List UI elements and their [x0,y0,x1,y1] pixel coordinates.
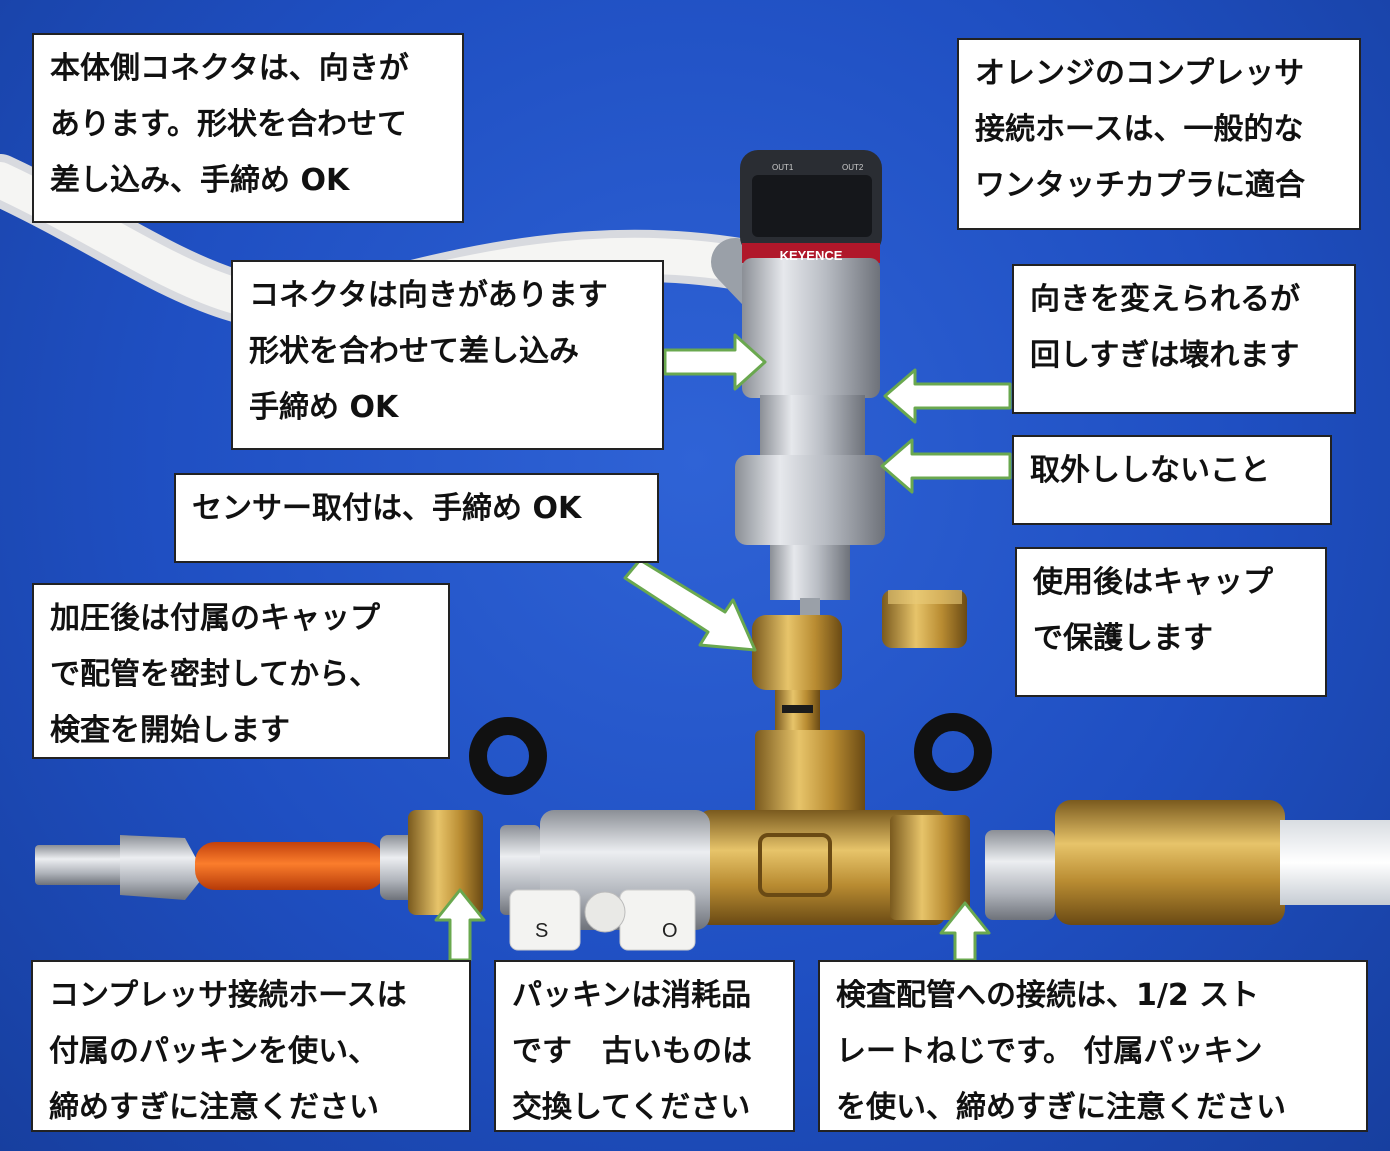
callout-line: オレンジのコンプレッサ [975,56,1305,91]
callout-line: 検査を開始します [50,713,290,748]
arrow-hose-packing [434,888,486,962]
callout-line: 取外ししないこと [1030,453,1270,488]
callout-pressurize: 加圧後は付属のキャップ で配管を密封してから、 検査を開始します [32,583,450,759]
callout-line: で保護します [1033,621,1213,656]
callout-line: 回しすぎは壊れます [1030,338,1300,373]
arrow-no-remove [880,438,1012,494]
valve-label-o: O [662,920,678,942]
callout-pipe-connection: 検査配管への接続は、1/2 スト レートねじです。 付属パッキン を使い、締めす… [818,960,1368,1132]
callout-line: 手締め OK [249,390,399,425]
callout-line: で配管を密封してから、 [50,657,380,692]
rubber-packing-right [914,713,992,791]
out1-label: OUT1 [772,163,794,172]
callout-rotate: 向きを変えられるが 回しすぎは壊れます [1012,264,1356,414]
brand-label: KEYENCE [780,248,843,263]
callout-sensor-connector: コネクタは向きがあります 形状を合わせて差し込み 手締め OK [231,260,664,450]
callout-line: 形状を合わせて差し込み [249,334,579,369]
callout-line: 接続ホースは、一般的な [975,112,1304,147]
brass-elbow [752,615,842,730]
callout-line: ワンタッチカプラに適合 [975,168,1305,203]
callout-line: あります。形状を合わせて [50,107,407,142]
callout-line: です 古いものは [512,1034,752,1069]
callout-line: を使い、締めすぎに注意ください [836,1090,1286,1125]
valve-label-s: S [535,920,548,942]
rubber-packing-left [469,717,547,795]
compressor-hose [35,810,483,915]
callout-line: 検査配管への接続は、1/2 スト [836,978,1260,1013]
callout-line: センサー取付は、手締め OK [192,491,582,526]
callout-line: レートねじです。 付属パッキン [836,1034,1263,1069]
callout-line: 交換してください [512,1090,751,1125]
callout-cap: 使用後はキャップ で保護します [1015,547,1327,697]
ball-valve [500,810,710,951]
arrow-rotate [883,368,1012,424]
callout-main-connector: 本体側コネクタは、向きが あります。形状を合わせて 差し込み、手締め OK [32,33,464,223]
brass-tee [700,730,970,925]
arrow-sensor-mount [623,558,757,652]
pipe-coupler [985,800,1390,925]
callout-line: パッキンは消耗品 [512,978,752,1013]
callout-line: 加圧後は付属のキャップ [50,601,380,636]
callout-line: コンプレッサ接続ホースは [49,978,407,1013]
callout-line: 本体側コネクタは、向きが [50,51,409,86]
callout-line: コネクタは向きがあります [249,278,608,313]
arrow-pipe-connection [939,901,991,962]
callout-no-remove: 取外ししないこと [1012,435,1332,525]
arrow-sensor-connector [663,333,767,391]
brass-cap [882,590,967,648]
callout-line: 差し込み、手締め OK [50,163,350,198]
callout-sensor-mount: センサー取付は、手締め OK [174,473,659,563]
callout-line: 使用後はキャップ [1033,565,1273,600]
pressure-sensor [735,150,885,618]
callout-line: 締めすぎに注意ください [49,1090,379,1125]
callout-orange-hose: オレンジのコンプレッサ 接続ホースは、一般的な ワンタッチカプラに適合 [957,38,1361,230]
callout-packing-consumable: パッキンは消耗品 です 古いものは 交換してください [494,960,795,1132]
callout-line: 向きを変えられるが [1030,282,1300,317]
callout-hose-packing: コンプレッサ接続ホースは 付属のパッキンを使い、 締めすぎに注意ください [31,960,471,1132]
callout-line: 付属のパッキンを使い、 [49,1034,379,1069]
out2-label: OUT2 [842,163,864,172]
